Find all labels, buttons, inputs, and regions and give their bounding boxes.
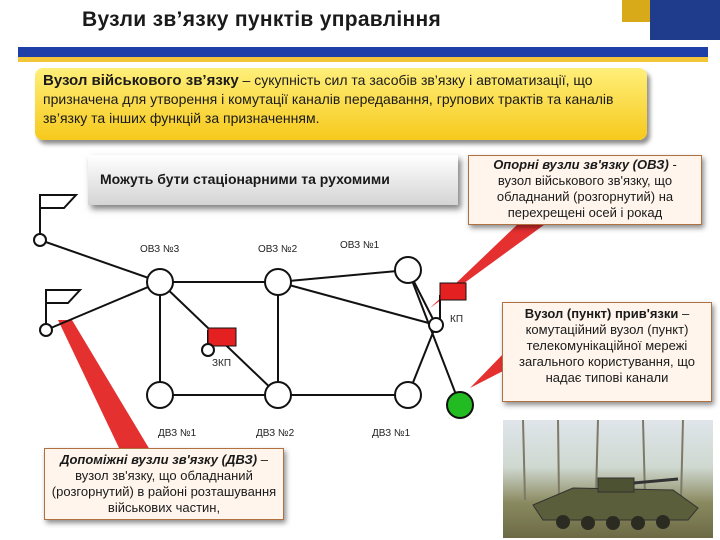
flag-pennants	[39, 194, 83, 330]
dvz-callout-term: Допоміжні вузли зв'язку (ДВЗ)	[60, 452, 258, 467]
label-ovz1: ОВЗ №1	[340, 240, 380, 251]
privyazka-callout-text: – комутаційний вузол (пункт) телекомунік…	[519, 306, 695, 385]
definition-term: Вузол військового зв’язку	[43, 72, 239, 89]
dvz-callout: Допоміжні вузли зв'язку (ДВЗ) – вузол зв…	[44, 448, 284, 520]
red-flags	[207, 282, 467, 350]
label-ovz3: ОВЗ №3	[140, 244, 180, 255]
header: Вузли зв’язку пунктів управління	[0, 0, 720, 50]
definition-text: – сукупність сил та засобів зв’язку і ав…	[43, 72, 614, 126]
label-dvz2: ДВЗ №2	[256, 428, 295, 439]
ovz-callout-term: Опорні вузли зв'язку (ОВЗ)	[493, 157, 669, 172]
node-ovz2	[264, 268, 292, 296]
dvz-callout-pointer	[58, 320, 150, 450]
header-decor-blue	[650, 0, 720, 40]
node-zkp	[201, 343, 215, 357]
label-dvz1-left: ДВЗ №1	[158, 428, 197, 439]
node-dvz2	[264, 381, 292, 409]
header-rule-blue	[18, 47, 708, 57]
page-title: Вузли зв’язку пунктів управління	[82, 8, 442, 31]
label-zkp: ЗКП	[212, 358, 232, 369]
node-dvz1-right	[394, 381, 422, 409]
mobility-banner: Можуть бути стаціонарними та рухомими	[88, 155, 458, 205]
node-ovz1	[394, 256, 422, 284]
privyazka-callout: Вузол (пункт) прив'язки – комутаційний в…	[502, 302, 712, 402]
ovz-callout: Опорні вузли зв'язку (ОВЗ) - вузол війсь…	[468, 155, 702, 225]
terminal-node-2	[39, 323, 53, 337]
privyazka-callout-term: Вузол (пункт) прив'язки	[524, 306, 679, 321]
dvz-callout-text: – вузол зв'язку, що обладнаний (розгорну…	[51, 452, 277, 515]
priv-callout-pointer	[470, 352, 505, 388]
label-ovz2: ОВЗ №2	[258, 244, 298, 255]
links	[39, 239, 461, 406]
header-rule-yellow	[18, 57, 708, 62]
node-ovz3	[146, 268, 174, 296]
vehicle-photo-illustration	[522, 420, 699, 530]
label-kp: КП	[450, 314, 464, 325]
header-decor-yellow	[622, 0, 650, 22]
node-privyazka	[446, 391, 474, 419]
label-dvz1-right: ДВЗ №1	[372, 428, 411, 439]
ovz-callout-text: - вузол військового зв'язку, що обладнан…	[496, 157, 677, 220]
definition-box: Вузол військового зв’язку – сукупність с…	[35, 68, 647, 140]
node-kp	[428, 317, 444, 333]
terminal-node-1	[33, 233, 47, 247]
armored-vehicle-photo	[503, 420, 713, 538]
nodes	[33, 233, 474, 419]
node-dvz1-left	[146, 381, 174, 409]
